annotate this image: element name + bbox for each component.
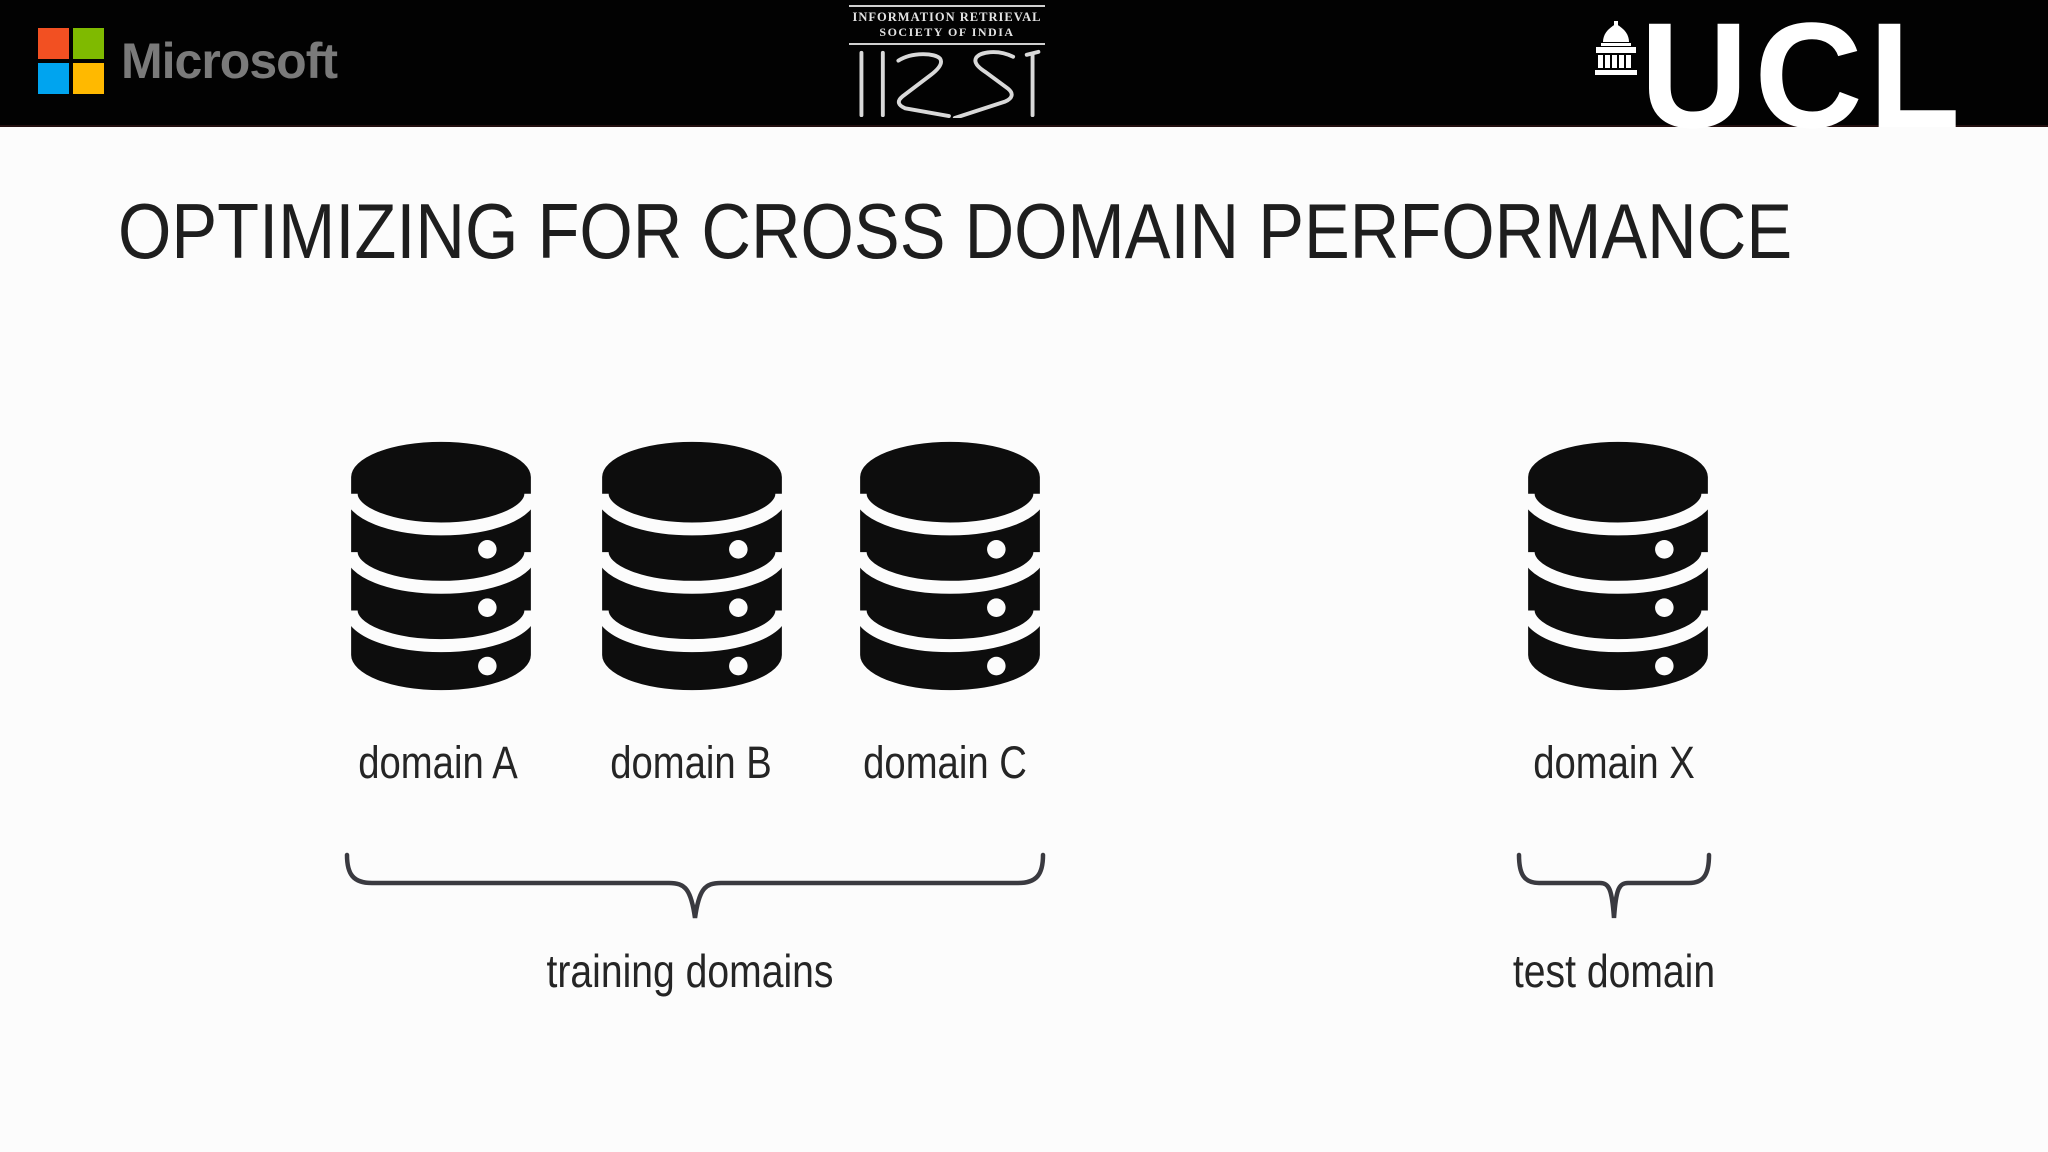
irsi-society-name-line1: INFORMATION RETRIEVAL — [852, 10, 1042, 24]
domain-c-label: domain C — [863, 737, 1027, 788]
ms-square-green-icon — [73, 28, 104, 59]
database-icon-domain-x — [1525, 441, 1711, 691]
irsi-society-name-line2: SOCIETY OF INDIA — [879, 25, 1015, 39]
ucl-wordmark: UCL — [1640, 0, 1967, 159]
domain-a-label: domain A — [358, 737, 518, 788]
ms-square-blue-icon — [38, 63, 69, 94]
irsi-mid-rule — [849, 43, 1045, 45]
ms-square-red-icon — [38, 28, 69, 59]
irsi-mark-icon — [859, 49, 1041, 118]
microsoft-wordmark: Microsoft — [121, 33, 338, 89]
microsoft-logo: Microsoft — [38, 28, 338, 94]
domain-x-label: domain X — [1533, 737, 1695, 788]
irsi-top-rule — [849, 5, 1045, 7]
training-domains-caption: training domains — [546, 945, 834, 997]
page-title: OPTIMIZING FOR CROSS DOMAIN PERFORMANCE — [118, 187, 1793, 275]
database-icon-domain-c — [857, 441, 1043, 691]
training-domains-brace — [344, 852, 1046, 919]
database-icon-domain-a — [348, 441, 534, 691]
top-banner: Microsoft INFORMATION RETRIEVAL SOCIETY … — [0, 0, 2048, 150]
domain-b-label: domain B — [610, 737, 772, 788]
test-domain-caption: test domain — [1512, 945, 1716, 997]
ms-square-yellow-icon — [73, 63, 104, 94]
test-domain-brace — [1516, 852, 1712, 919]
database-icon-domain-b — [599, 441, 785, 691]
irsi-logo: INFORMATION RETRIEVAL SOCIETY OF INDIA — [849, 3, 1045, 118]
ucl-building-icon — [1595, 21, 1637, 75]
microsoft-squares-icon — [38, 28, 104, 94]
